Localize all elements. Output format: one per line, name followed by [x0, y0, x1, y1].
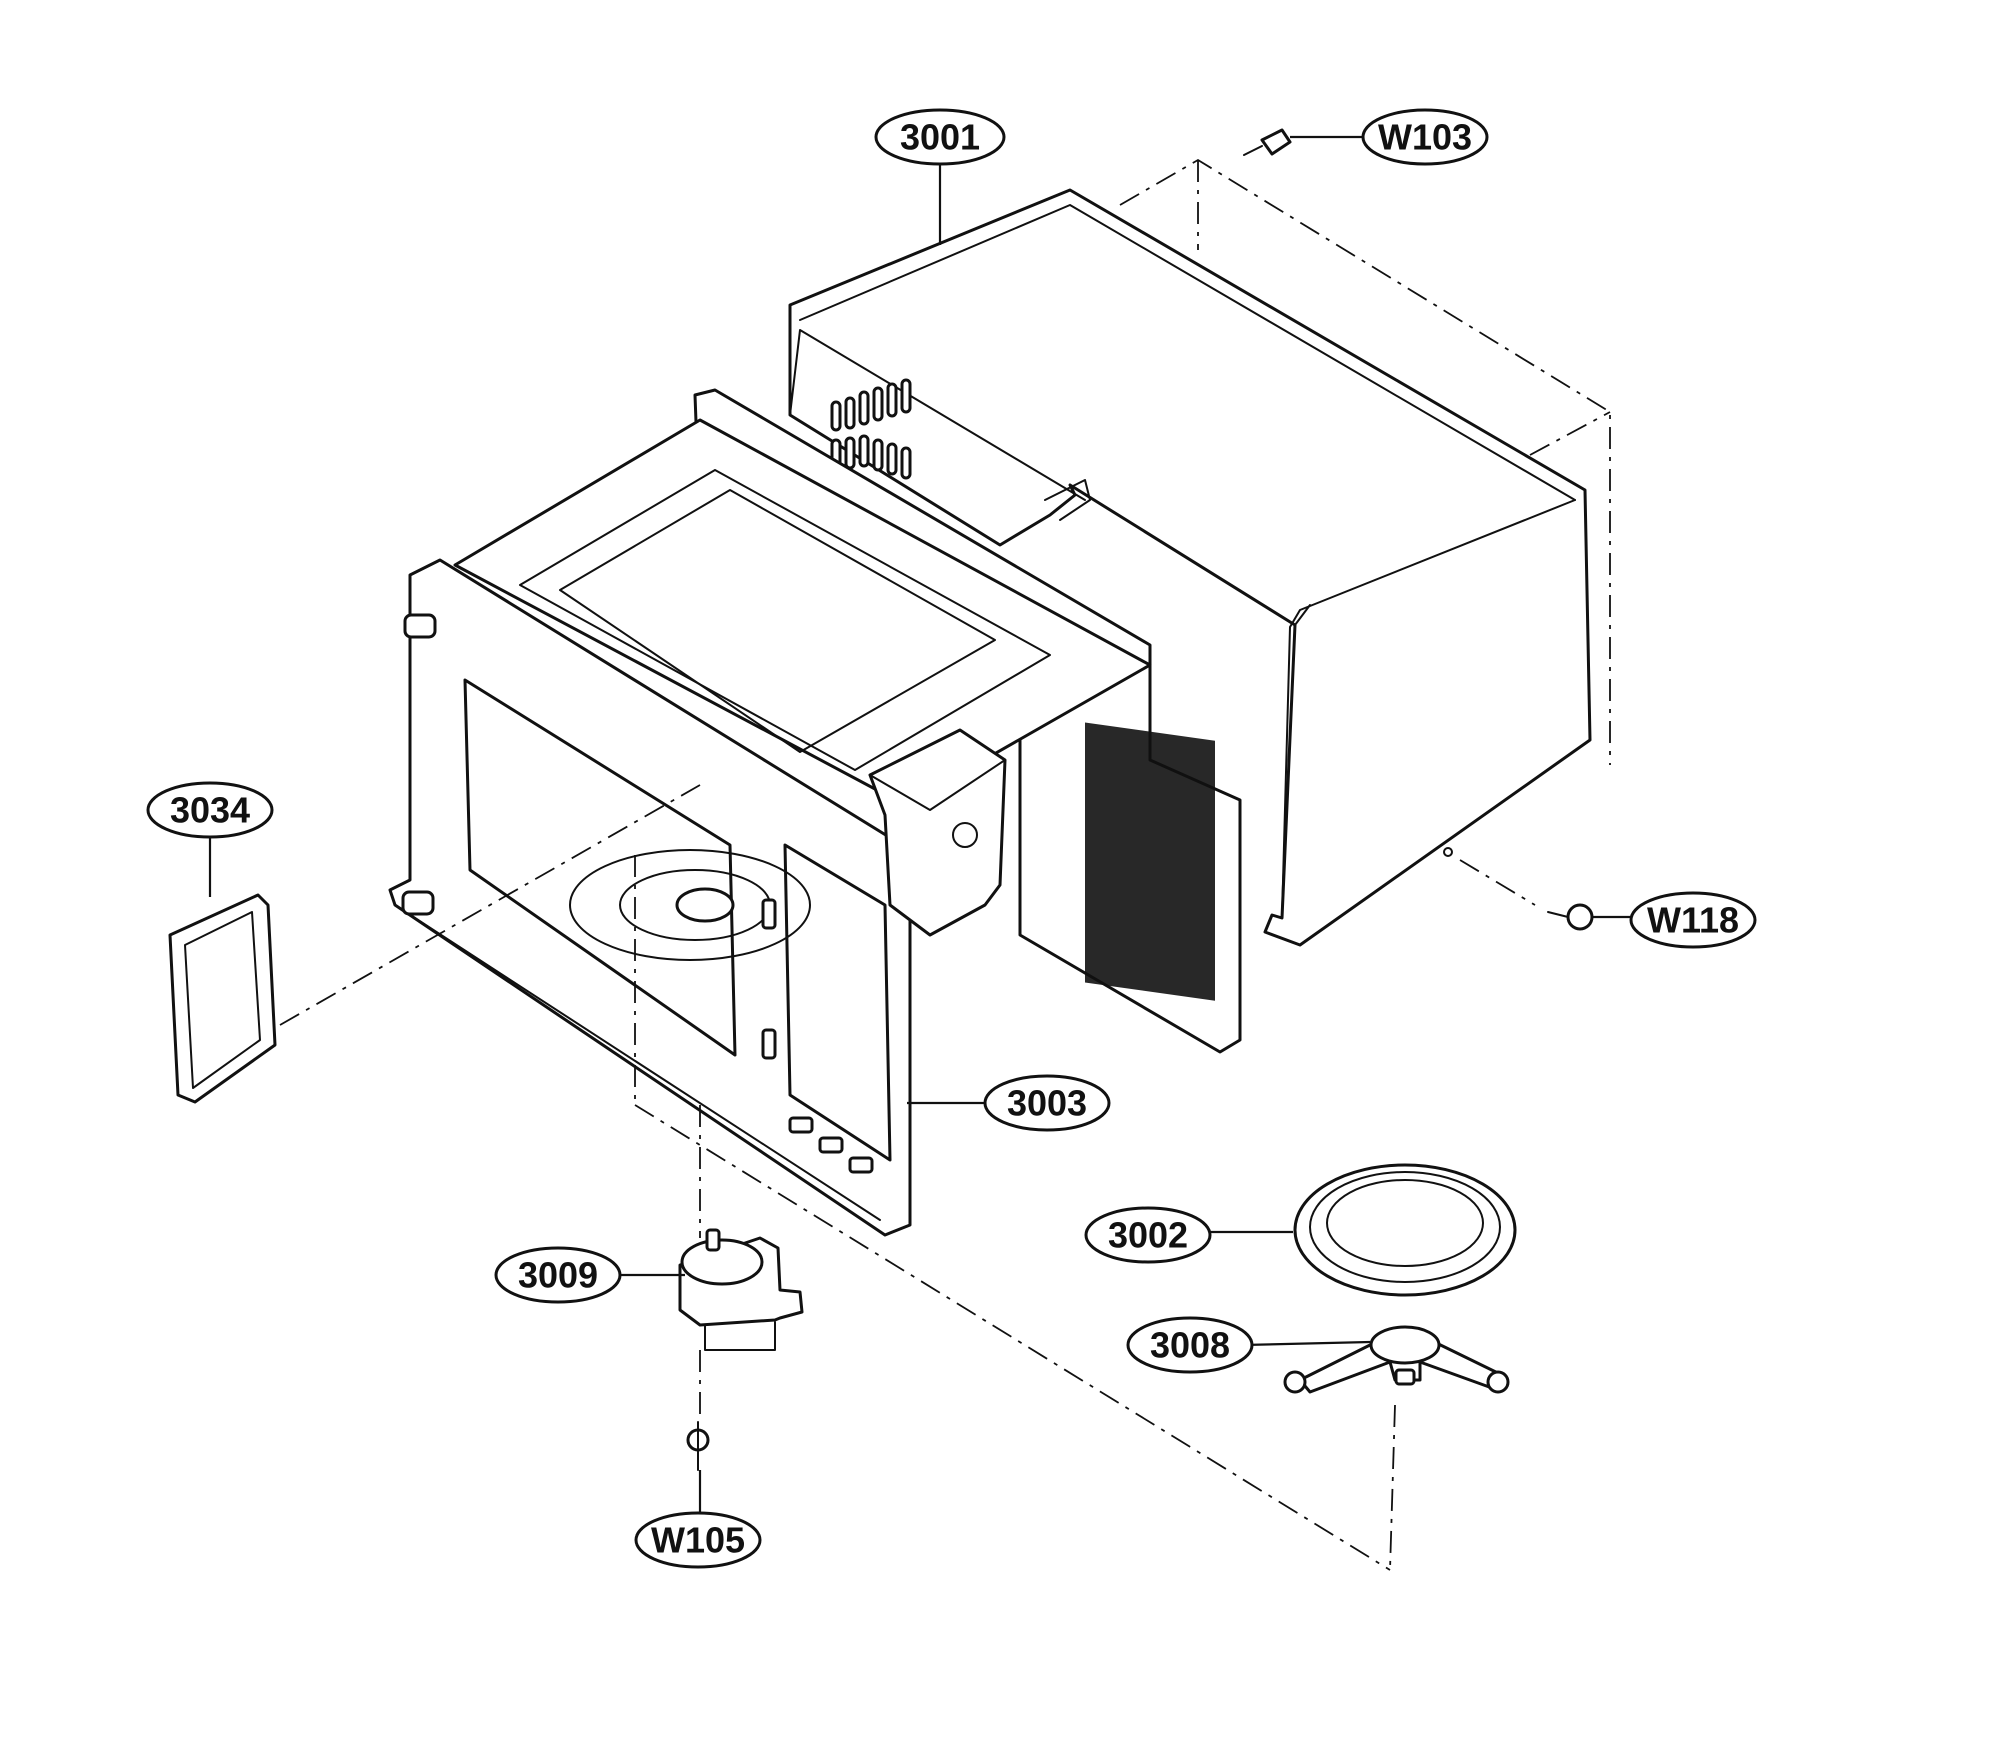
callout-label: 3001 [900, 117, 980, 158]
callout-3034: 3034 [146, 781, 274, 839]
callout-label: 3034 [170, 790, 250, 831]
glass-tray-3002 [1293, 1163, 1517, 1297]
callout-3001: 3001 [874, 108, 1006, 166]
callout-3003: 3003 [983, 1074, 1111, 1132]
roller-ring-3008 [1283, 1325, 1510, 1394]
callout-w118: W118 [1629, 891, 1757, 949]
assembly-dash-lines [279, 784, 1536, 1571]
oven-cavity-3003 [388, 388, 1242, 1237]
screw-w118 [1547, 903, 1594, 931]
callout-label: W105 [651, 1520, 745, 1561]
turntable-motor-3009 [678, 1228, 804, 1351]
outer-cabinet-3001 [788, 158, 1611, 947]
callout-label: W118 [1647, 900, 1739, 941]
screw-w103 [1243, 128, 1292, 156]
callout-w105: W105 [634, 1511, 762, 1569]
callout-label: 3008 [1150, 1325, 1230, 1366]
callout-3008: 3008 [1126, 1316, 1254, 1374]
callout-3009: 3009 [494, 1246, 622, 1304]
callout-label: W103 [1378, 117, 1472, 158]
screw-w105 [686, 1421, 710, 1471]
callout-label: 3009 [518, 1255, 598, 1296]
callout-3002: 3002 [1084, 1206, 1212, 1264]
waveguide-cover-3034 [168, 893, 277, 1104]
callout-label: 3002 [1108, 1215, 1188, 1256]
leader-lines [208, 135, 1632, 1512]
callout-label: 3003 [1007, 1083, 1087, 1124]
callout-w103: W103 [1361, 108, 1489, 166]
